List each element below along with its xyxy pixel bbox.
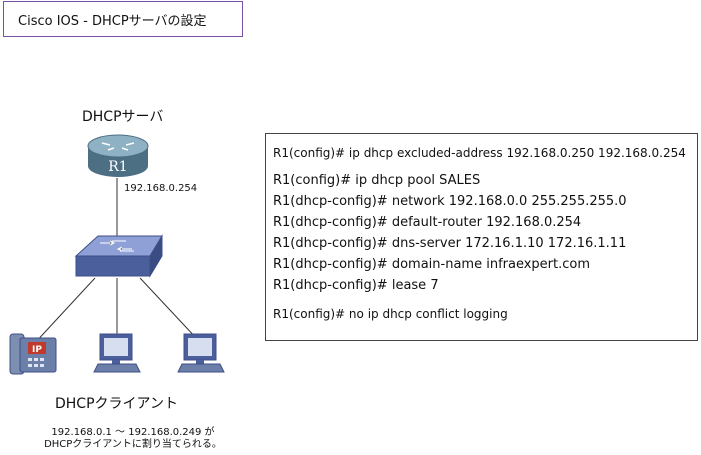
address-range-note: 192.168.0.1 ～ 192.168.0.249 が DHCPクライアント… — [23, 427, 243, 451]
config-line: R1(dhcp-config)# network 192.168.0.0 255… — [273, 194, 627, 209]
switch-icon — [74, 234, 163, 278]
config-line: R1(dhcp-config)# domain-name infraexpert… — [273, 257, 591, 272]
config-line: R1(dhcp-config)# default-router 192.168.… — [273, 215, 582, 230]
ip-phone-badge: IP — [32, 345, 42, 355]
config-line: R1(config)# ip dhcp pool SALES — [273, 173, 481, 188]
config-line: R1(dhcp-config)# lease 7 — [273, 278, 439, 293]
address-range-line: DHCPクライアントに割り当てられる。 — [44, 439, 222, 450]
switch-phone-link — [32, 277, 96, 346]
diagram-title-text: Cisco IOS - DHCPサーバの設定 — [18, 13, 207, 29]
pc-icon — [177, 333, 225, 373]
dhcp-client-heading: DHCPクライアント — [55, 396, 178, 412]
config-line-excluded: R1(config)# ip dhcp excluded-address 192… — [273, 146, 686, 160]
dhcp-server-heading: DHCPサーバ — [82, 109, 164, 125]
diagram-title: Cisco IOS - DHCPサーバの設定 — [3, 1, 243, 37]
config-line-conflict: R1(config)# no ip dhcp conflict logging — [273, 307, 508, 321]
router-icon — [87, 134, 149, 177]
config-line: R1(dhcp-config)# dns-server 172.16.1.10 … — [273, 236, 627, 251]
switch-pc2-link — [139, 277, 199, 341]
config-commands-box: R1(config)# ip dhcp excluded-address 192… — [265, 133, 698, 341]
pc-icon — [93, 333, 141, 373]
address-range-line: 192.168.0.1 ～ 192.168.0.249 が — [51, 427, 215, 438]
router-ip-address: 192.168.0.254 — [124, 183, 198, 194]
ip-phone-icon — [9, 333, 57, 375]
router-name: R1 — [108, 159, 127, 175]
